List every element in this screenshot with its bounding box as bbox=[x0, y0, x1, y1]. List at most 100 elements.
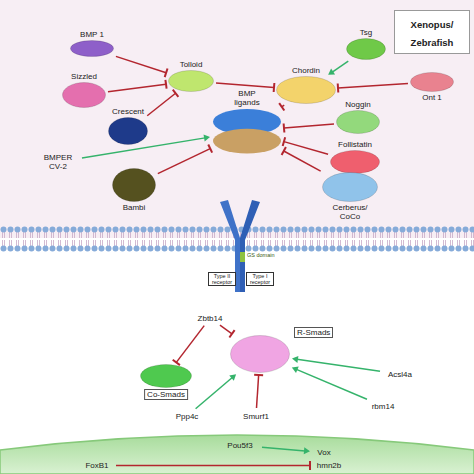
inhibition-line bbox=[116, 461, 310, 470]
connector-line bbox=[116, 465, 310, 467]
connector-line bbox=[196, 378, 233, 409]
arrow-head bbox=[292, 367, 299, 373]
factor-label: rbm14 bbox=[366, 400, 400, 412]
protein-shape bbox=[113, 169, 156, 202]
node-label: Noggin bbox=[345, 100, 370, 109]
inhibition-bar bbox=[165, 80, 166, 89]
ligand-dimer: BMP ligands bbox=[212, 108, 282, 154]
node-label: rbm14 bbox=[372, 402, 395, 411]
connector-line bbox=[296, 369, 367, 399]
node-label: BMPER CV-2 bbox=[38, 153, 78, 171]
activation-arrow bbox=[82, 135, 210, 158]
activation-arrow bbox=[262, 447, 310, 454]
node-label: Chordin bbox=[292, 66, 320, 75]
protein-blob: Noggin bbox=[336, 110, 380, 134]
nucleus bbox=[0, 435, 474, 474]
inhibition-bar bbox=[279, 103, 284, 110]
node-label: Type II receptor bbox=[208, 272, 236, 286]
node-label: Sizzled bbox=[71, 72, 97, 81]
node-label: Crescent bbox=[112, 107, 144, 116]
node-label: Ppp4c bbox=[176, 412, 199, 421]
node-label: BMP ligands bbox=[225, 89, 269, 107]
connector-line bbox=[82, 138, 205, 158]
protein-blob: Ont 1 bbox=[410, 72, 454, 92]
extracellular-space bbox=[0, 0, 474, 238]
gene-label: Vox bbox=[312, 447, 336, 458]
connector-line bbox=[216, 83, 274, 88]
node-label: hmn2b bbox=[317, 461, 341, 470]
activation-arrow bbox=[196, 374, 237, 408]
node-shape bbox=[140, 364, 192, 388]
node-shape bbox=[168, 70, 214, 92]
connector-line bbox=[116, 56, 166, 72]
node-shape bbox=[346, 38, 386, 60]
title-text: Xenopus/ Zebrafish bbox=[411, 19, 454, 48]
protein-blob: Follistatin bbox=[330, 150, 380, 174]
protein-shape bbox=[231, 336, 290, 373]
connector-line bbox=[220, 325, 232, 334]
inhibition-line bbox=[283, 137, 328, 154]
gene-label: hmn2b bbox=[312, 460, 346, 471]
protein-blob: BMP 1 bbox=[70, 40, 114, 57]
inhibition-bar bbox=[282, 147, 286, 155]
node-shape bbox=[62, 82, 106, 108]
node-label: Pou5f3 bbox=[227, 441, 252, 450]
inhibition-bar bbox=[165, 69, 168, 78]
factor-label: Acsl4a bbox=[382, 368, 418, 380]
inhibition-line bbox=[220, 325, 235, 337]
node-shape bbox=[230, 335, 290, 373]
receptor-complex: Type II receptorType I receptorGS domain bbox=[216, 200, 264, 292]
protein-blob: Tsg bbox=[346, 38, 386, 60]
node-label: Type I receptor bbox=[246, 272, 274, 286]
protein-blob: Cerberus/ CoCo bbox=[322, 172, 378, 202]
protein-shape bbox=[347, 39, 386, 60]
arrow-head bbox=[328, 69, 335, 75]
node-shape bbox=[330, 150, 380, 174]
inhibition-line bbox=[282, 147, 321, 171]
node-shape bbox=[70, 40, 114, 57]
gene-label: Pou5f3 bbox=[220, 440, 260, 451]
inhibition-line bbox=[173, 326, 205, 366]
connector-line bbox=[338, 84, 408, 88]
protein-shape bbox=[277, 77, 336, 104]
protein-blob: Co-Smads bbox=[140, 364, 192, 388]
node-label: Smurf1 bbox=[243, 412, 269, 421]
arrow-head bbox=[204, 135, 210, 142]
inhibition-bar bbox=[254, 374, 263, 377]
node-label: R-Smads bbox=[294, 327, 333, 338]
node-label: FoxB1 bbox=[85, 461, 108, 470]
arrow-head bbox=[304, 447, 310, 454]
inhibition-bar bbox=[173, 360, 180, 365]
protein-blob: Chordin bbox=[276, 76, 336, 104]
protein-blob: R-Smads bbox=[230, 335, 290, 373]
node-shape bbox=[336, 110, 380, 134]
connector-line bbox=[297, 359, 380, 371]
node-label: Follistatin bbox=[338, 140, 372, 149]
protein-shape bbox=[337, 111, 380, 134]
connector-line bbox=[262, 447, 305, 451]
activation-arrow bbox=[328, 61, 348, 75]
node-label: Vox bbox=[317, 448, 330, 457]
connector-line bbox=[176, 326, 204, 363]
node-label: Co-Smads bbox=[144, 389, 188, 400]
inhibition-line bbox=[284, 124, 334, 133]
node-label: Tolloid bbox=[180, 60, 203, 69]
protein-blob: Crescent bbox=[108, 117, 148, 145]
protein-shape bbox=[71, 41, 114, 57]
connector-line bbox=[284, 142, 328, 155]
factor-label: Smurf1 bbox=[238, 410, 274, 422]
connector-line bbox=[147, 93, 175, 116]
factor-label: Ppp4c bbox=[170, 410, 204, 422]
protein-shape bbox=[141, 365, 192, 388]
node-label: Zbtb14 bbox=[198, 314, 223, 323]
activation-arrow bbox=[292, 367, 367, 400]
inhibition-bar bbox=[273, 83, 276, 92]
inhibition-bar bbox=[283, 124, 286, 133]
inhibition-line bbox=[147, 90, 178, 116]
node-shape bbox=[276, 76, 336, 104]
protein-blob: Sizzled bbox=[62, 82, 106, 108]
protein-shape bbox=[323, 173, 378, 202]
node-shape bbox=[212, 108, 282, 154]
inhibition-bar bbox=[283, 137, 285, 146]
node-label: BMP 1 bbox=[80, 30, 104, 39]
